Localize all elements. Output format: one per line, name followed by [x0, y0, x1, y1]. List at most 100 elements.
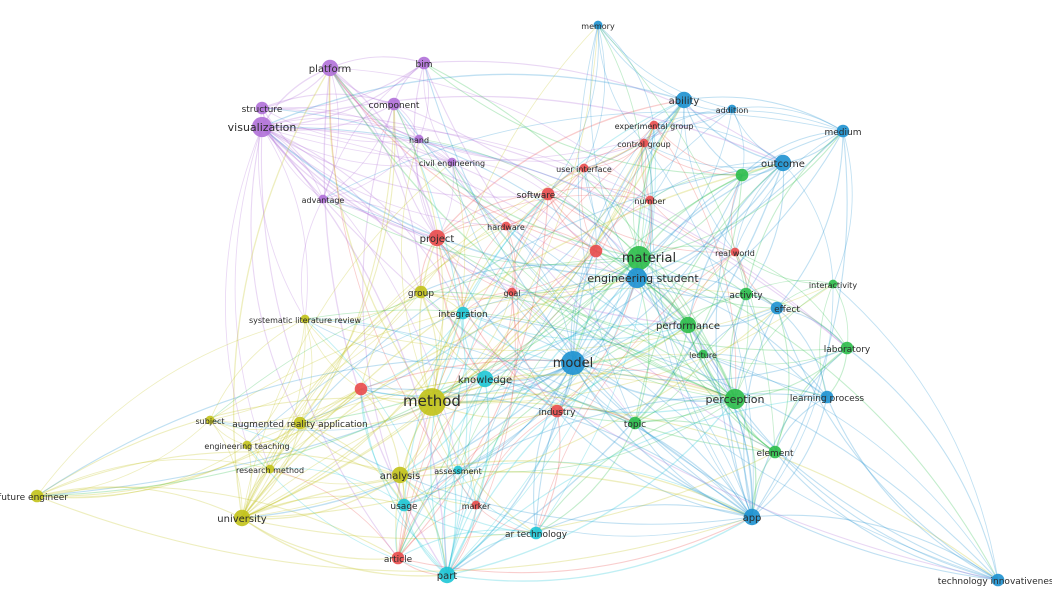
edge-visualization-real_world — [261, 123, 736, 253]
edge-future_engineer-systematic_literature_review — [36, 318, 306, 497]
edge-engineering_student-assessment — [457, 277, 638, 471]
edge-advantage-systematic_literature_review — [300, 198, 324, 320]
node-analysis[interactable] — [391, 466, 409, 484]
edge-model-lecture — [572, 353, 704, 372]
node-performance[interactable] — [679, 316, 697, 334]
edge-engineering_student-goal — [511, 277, 638, 298]
node-software[interactable] — [541, 187, 555, 201]
node-assessment[interactable] — [453, 465, 463, 475]
edge-visualization-systematic_literature_review — [261, 126, 308, 320]
node-group[interactable] — [414, 285, 428, 299]
edge-performance-model — [572, 324, 689, 364]
node-perception[interactable] — [724, 388, 746, 410]
node-experimental-group[interactable] — [649, 120, 659, 130]
node-component[interactable] — [387, 97, 401, 111]
node-article[interactable] — [391, 551, 405, 565]
node-n-red-mid[interactable] — [589, 244, 603, 258]
node-structure[interactable] — [255, 101, 269, 115]
node-subject[interactable] — [205, 415, 215, 425]
node-engineering-student[interactable] — [626, 267, 648, 289]
edges-layer — [36, 24, 999, 582]
edge-effect-visualization — [261, 126, 778, 309]
edge-part-learning_process — [446, 396, 828, 576]
node-visualization[interactable] — [251, 116, 273, 138]
edge-real_world-number — [649, 199, 736, 253]
node-effect[interactable] — [770, 301, 784, 315]
edge-project-integration — [436, 237, 464, 314]
edge-element-group — [420, 291, 776, 453]
node-augmented-reality-application[interactable] — [293, 416, 307, 430]
edge-ability-outcome — [683, 99, 784, 164]
node-model[interactable] — [561, 351, 585, 375]
label-material: material — [622, 251, 676, 266]
node-goal[interactable] — [507, 287, 517, 297]
node-hand[interactable] — [414, 134, 424, 144]
node-marker[interactable] — [471, 500, 481, 510]
node-future-engineer[interactable] — [30, 489, 44, 503]
label-article: article — [384, 555, 413, 565]
node-research-method[interactable] — [265, 464, 275, 474]
node-knowledge[interactable] — [476, 370, 494, 388]
node-university[interactable] — [233, 509, 251, 527]
node-medium[interactable] — [836, 124, 850, 138]
edge-university-component — [241, 103, 395, 519]
edge-perception-industry — [556, 398, 736, 423]
node-usage[interactable] — [397, 498, 411, 512]
node-technology-innovativeness[interactable] — [991, 573, 1005, 587]
edge-material-activity — [638, 257, 747, 295]
node-memory[interactable] — [593, 20, 603, 30]
edge-usage-part — [403, 504, 448, 576]
edge-user_interface-number — [583, 167, 651, 201]
node-project[interactable] — [428, 229, 446, 247]
node-n-red-left[interactable] — [354, 382, 368, 396]
node-advantage[interactable] — [318, 194, 328, 204]
edge-engineering_student-structure — [261, 107, 638, 279]
edge-model-n_green_outcome — [572, 174, 743, 364]
node-industry[interactable] — [550, 404, 564, 418]
edge-material-hand — [418, 138, 640, 259]
edge-university-article — [241, 517, 399, 560]
node-bim[interactable] — [417, 56, 431, 70]
edge-university-user_interface — [241, 167, 585, 519]
node-topic[interactable] — [628, 416, 642, 430]
edge-university-effect — [241, 307, 778, 519]
node-learning-process[interactable] — [820, 390, 834, 404]
edge-part-app — [446, 516, 753, 582]
node-systematic-literature-review[interactable] — [300, 314, 310, 324]
node-lecture[interactable] — [698, 349, 708, 359]
edge-perception-platform — [329, 67, 736, 400]
node-control-group[interactable] — [639, 138, 649, 148]
label-future-engineer: future engineer — [0, 493, 68, 503]
edge-engineering_student-technology_innovativeness — [636, 277, 999, 581]
edge-topic-engineering_student — [634, 277, 650, 424]
edge-model-laboratory — [572, 347, 848, 382]
node-outcome[interactable] — [774, 154, 792, 172]
node-element[interactable] — [768, 445, 782, 459]
node-ar-technology[interactable] — [529, 526, 543, 540]
node-laboratory[interactable] — [840, 341, 854, 355]
edge-bim-project — [413, 62, 438, 239]
node-addition[interactable] — [727, 104, 737, 114]
edge-part-knowledge — [446, 378, 490, 576]
node-method[interactable] — [418, 388, 446, 416]
node-platform[interactable] — [321, 59, 339, 77]
node-part[interactable] — [438, 566, 456, 584]
node-hardware[interactable] — [501, 221, 511, 231]
node-app[interactable] — [743, 508, 761, 526]
node-engineering-teaching[interactable] — [242, 440, 252, 450]
node-material[interactable] — [627, 246, 651, 270]
edge-hardware-integration — [462, 225, 507, 314]
node-interactivity[interactable] — [828, 279, 838, 289]
edge-perception-n_red_mid — [595, 250, 736, 400]
node-n-green-outcome[interactable] — [735, 168, 749, 182]
node-ability[interactable] — [675, 91, 693, 109]
node-number[interactable] — [645, 195, 655, 205]
node-civil-engineering[interactable] — [447, 157, 457, 167]
label-knowledge: knowledge — [458, 375, 512, 386]
edge-control_group-user_interface — [583, 142, 645, 169]
node-real-world[interactable] — [730, 247, 740, 257]
node-user-interface[interactable] — [579, 163, 589, 173]
node-integration[interactable] — [456, 306, 470, 320]
node-activity[interactable] — [739, 287, 753, 301]
edge-interactivity-laboratory — [832, 283, 849, 349]
